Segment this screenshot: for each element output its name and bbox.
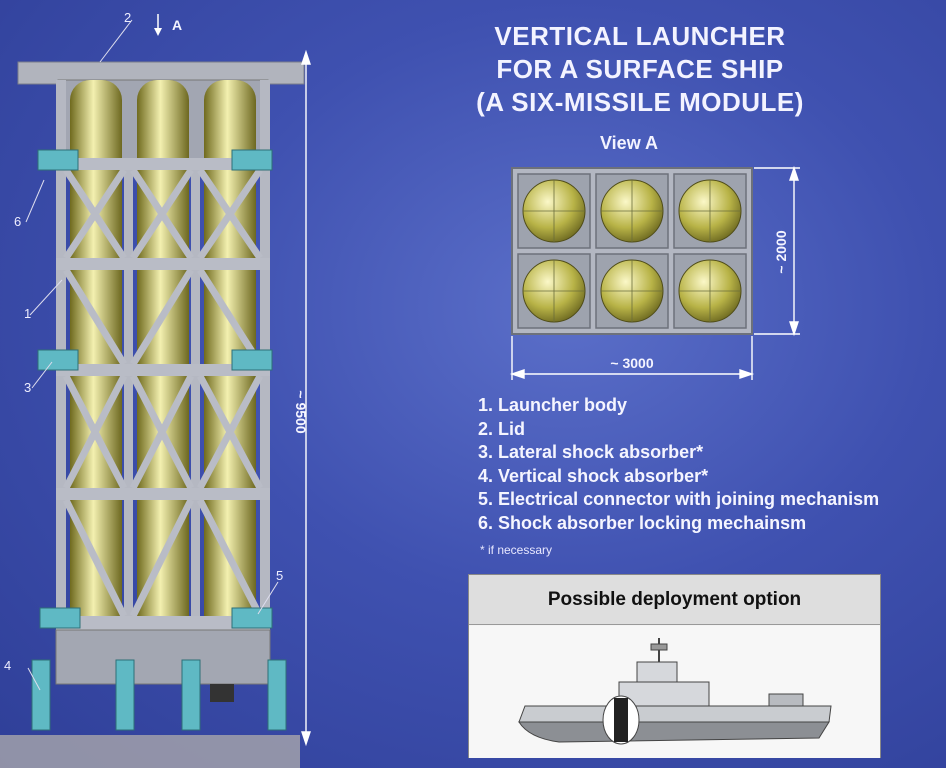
legend-list: 1. Launcher body 2. Lid 3. Lateral shock… (478, 394, 879, 535)
title-line-3: (A SIX-MISSILE MODULE) (476, 87, 804, 117)
legend-item: 3. Lateral shock absorber* (478, 442, 704, 462)
width-dimension (509, 336, 755, 380)
callout-5: 5 (276, 568, 283, 583)
frame-column-mid1 (124, 160, 133, 680)
callout-1: 1 (24, 306, 31, 321)
title-line-2: FOR A SURFACE SHIP (496, 54, 784, 84)
view-a-label: View A (600, 133, 659, 153)
legend-item: 5. Electrical connector with joining mec… (478, 489, 880, 509)
ship-hull (518, 721, 830, 743)
radar (650, 643, 668, 651)
frame-column-left (56, 80, 66, 680)
legend-item: 6. Shock absorber locking mechainsm (478, 512, 807, 533)
width-dimension-label: ~ 3000 (610, 355, 653, 371)
callout-2: 2 (124, 10, 131, 25)
legend-item: 1. Launcher body (478, 395, 628, 415)
beam-1 (56, 158, 270, 170)
height-dimension-label: ~ 9500 (293, 390, 309, 433)
callout-4: 4 (4, 658, 11, 673)
callout-leaders (25, 19, 279, 691)
height-dimension (301, 49, 311, 747)
electrical-connector (210, 684, 234, 702)
beam-4 (56, 488, 270, 500)
base-chamber (55, 629, 271, 685)
depth-dimension-label: ~ 2000 (773, 230, 789, 273)
ship-deck (518, 705, 832, 723)
page-title: VERTICAL LAUNCHER FOR A SURFACE SHIP (A … (440, 20, 840, 119)
view-a-grid (511, 167, 753, 335)
view-arrow-label: A (172, 17, 182, 33)
deployment-panel: Possible deployment option (468, 574, 881, 758)
beam-5 (56, 616, 270, 630)
deployment-title: Possible deployment option (469, 575, 880, 625)
ship-illustration (469, 626, 880, 758)
callout-3: 3 (24, 380, 31, 395)
view-arrow-head (154, 28, 162, 36)
deck-plate (0, 735, 300, 768)
legend-item: 4. Vertical shock absorber* (478, 465, 709, 486)
beam-2 (56, 258, 270, 270)
superstructure (618, 681, 710, 707)
cross-bracing (62, 168, 264, 618)
absorbers (31, 149, 287, 731)
callout-6: 6 (14, 214, 21, 229)
frame-column-right (260, 80, 270, 680)
beam-3 (56, 364, 270, 376)
depth-dimension (754, 165, 800, 337)
footnote: * if necessary (480, 543, 553, 557)
gun-mount (768, 693, 804, 707)
bridge (636, 661, 678, 683)
title-line-1: VERTICAL LAUNCHER (494, 21, 786, 51)
legend-item: 2. Lid (478, 418, 526, 439)
launcher-module (614, 698, 628, 742)
frame-column-mid2 (191, 160, 200, 680)
launcher-side-view (17, 61, 305, 731)
